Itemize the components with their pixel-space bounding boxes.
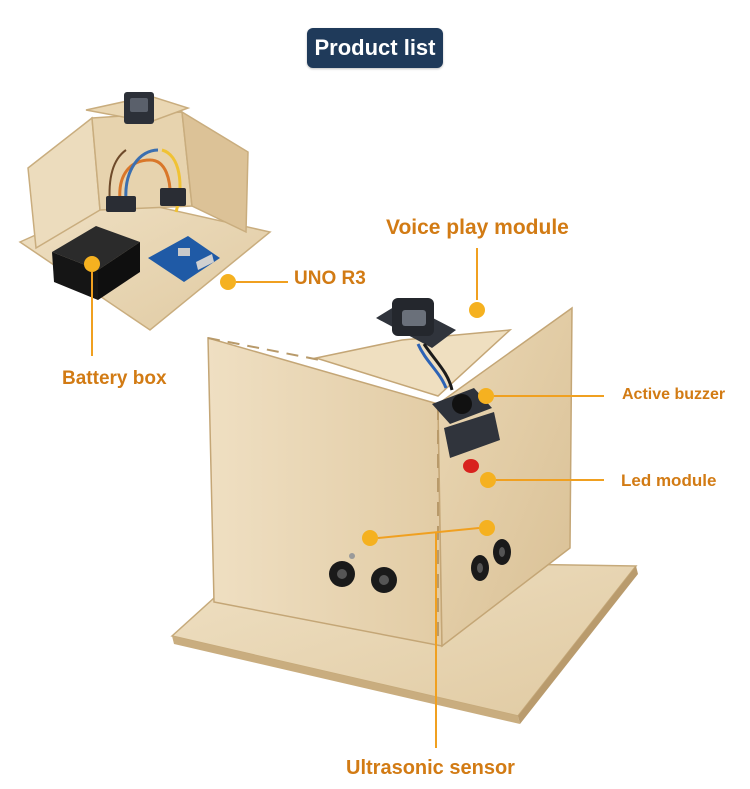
main-box-view [170,298,638,724]
label-ultrasonic-sensor: Ultrasonic sensor [346,757,515,779]
open-box-right-wall [181,110,249,234]
battery-box-photo [52,226,140,270]
ultrasonic-left-photo [329,553,397,593]
open-box-wires [118,158,172,207]
label-voice-play-module: Voice play module [386,216,569,239]
marker-dot-led [480,472,496,488]
label-uno-r3: UNO R3 [294,268,366,289]
leader-line-ultra-join [377,527,480,539]
led-module-photo [444,412,500,473]
marker-dot-battery [84,256,100,272]
open-box-sensor-right [160,188,186,206]
active-buzzer-photo [432,388,492,424]
label-active-buzzer: Active buzzer [622,386,726,403]
marker-dot-voice [469,302,485,318]
page-title: Product list [307,28,443,68]
marker-dot-ultra-left [362,530,378,546]
marker-dot-ultra-right [479,520,495,536]
callout-markers [84,248,604,748]
voice-play-module-photo [376,298,456,391]
marker-dot-uno [220,274,236,290]
open-box-sensor-left [106,196,136,212]
marker-dot-buzzer [478,388,494,404]
open-box-view [18,92,272,331]
label-battery-box: Battery box [62,368,167,389]
ultrasonic-right-photo [471,539,511,581]
label-led-module: Led module [621,471,717,490]
uno-board-photo [148,236,220,282]
main-box-top [313,329,513,397]
